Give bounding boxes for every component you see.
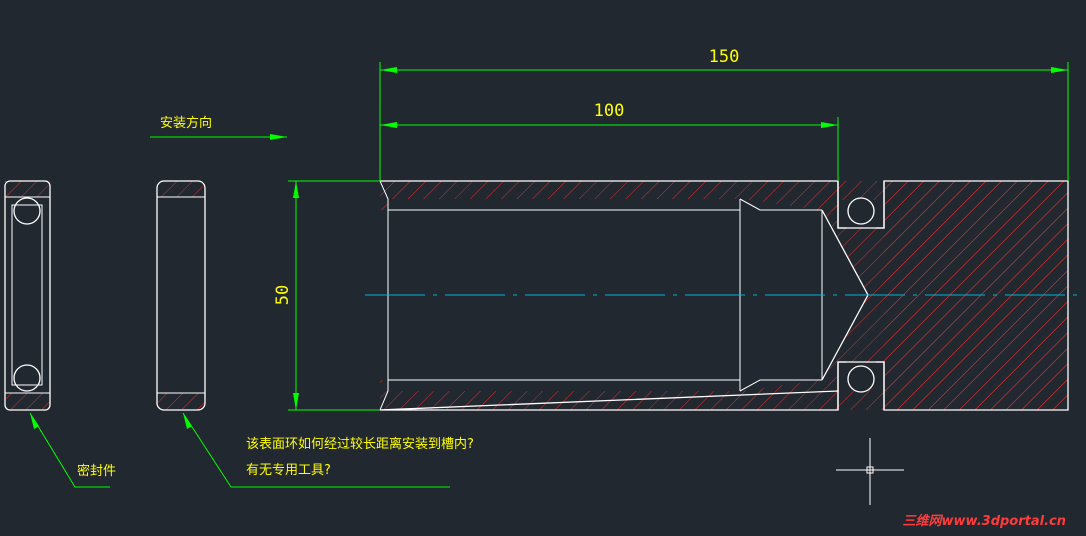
dimension-overall-length-text: 150 — [709, 47, 740, 67]
question-line-2: 有无专用工具? — [246, 463, 331, 478]
question-line-1: 该表面环如何经过较长距离安装到槽内? — [246, 436, 474, 452]
dimension-diameter-text: 50 — [273, 285, 293, 305]
seal-part-left — [4, 180, 51, 411]
leader-question — [182, 412, 450, 488]
seal-part-middle — [156, 180, 206, 411]
dimension-groove-distance — [380, 117, 839, 181]
leader-seal — [29, 412, 110, 488]
crosshair-cursor-icon — [836, 438, 904, 505]
install-direction-label: 安装方向 — [160, 115, 212, 131]
seal-label: 密封件 — [77, 463, 116, 479]
dimension-diameter — [288, 180, 380, 411]
dimension-overall-length — [379, 62, 1069, 181]
dimension-groove-distance-text: 100 — [594, 101, 625, 121]
watermark: 三维网www.3dportal.cn — [903, 513, 1066, 529]
install-direction-arrow — [150, 134, 287, 140]
